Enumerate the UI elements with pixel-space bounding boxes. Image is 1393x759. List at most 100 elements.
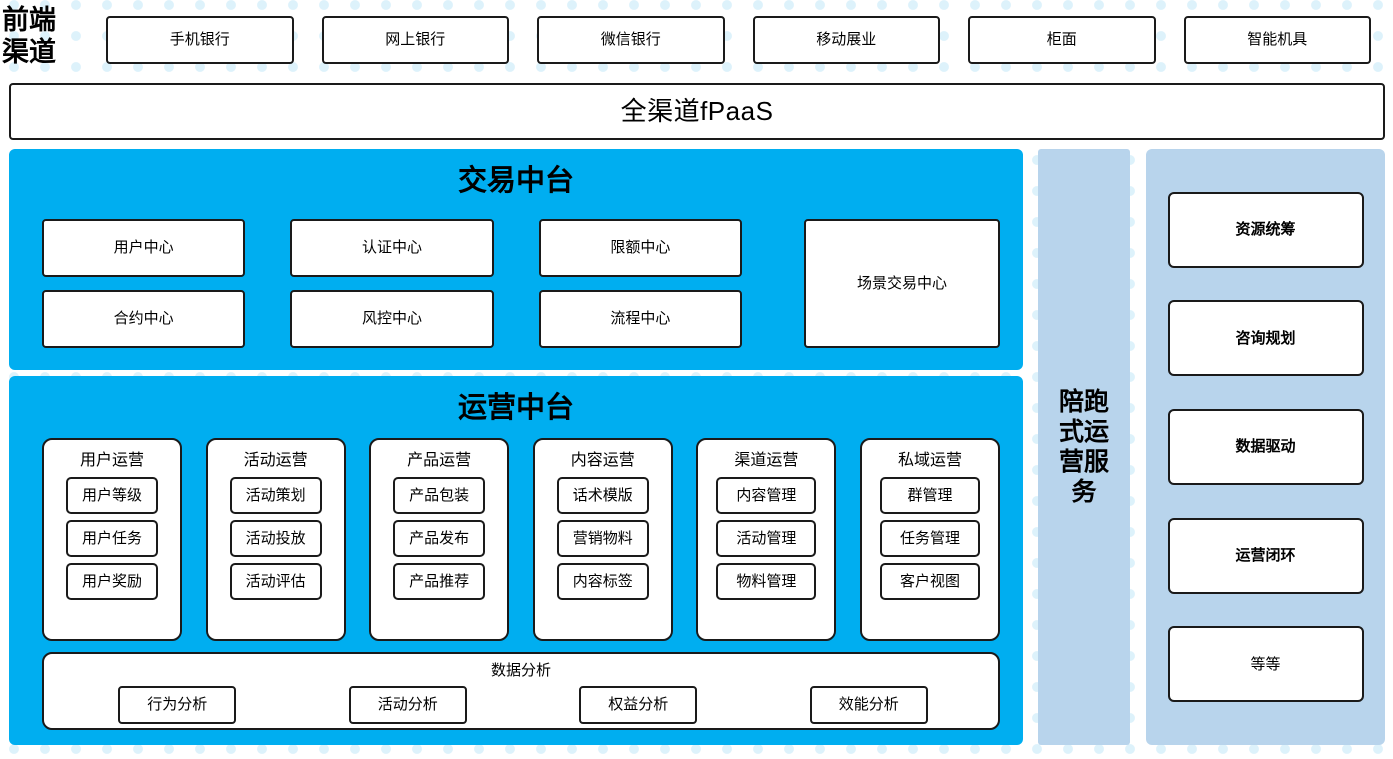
data-analysis-item-label: 效能分析 [838,696,899,714]
channel-box-mobile-business[interactable]: 移动展业 [752,16,940,64]
channel-box-mobile-bank[interactable]: 手机银行 [106,16,294,64]
ops-item-label: 内容管理 [736,486,797,504]
ops-item-label: 活动管理 [736,529,797,547]
ops-item-activity-evaluation[interactable]: 活动评估 [229,563,322,600]
channel-slot: 柜面 [954,16,1170,64]
accompany-ops-service-column: 陪跑式运营服务 [1038,149,1130,745]
ops-item-label: 话术模版 [572,486,633,504]
service-label-ops-closed-loop: 运营闭环 [1235,547,1296,564]
front-end-channel-label: 前端 渠道 [2,4,80,70]
channel-slot: 智能机具 [1170,16,1386,64]
ops-item-label: 活动策划 [245,486,306,504]
channel-slot: 手机银行 [92,16,308,64]
ops-group-title-private-domain-ops: 私域运营 [897,452,962,469]
data-analysis-item-efficiency[interactable]: 效能分析 [809,686,928,724]
data-analysis-item-label: 活动分析 [377,696,438,714]
ops-item-product-recommend[interactable]: 产品推荐 [393,563,486,600]
channel-box-wechat-bank[interactable]: 微信银行 [537,16,725,64]
channel-label-online-bank: 网上银行 [385,31,446,49]
ops-item-user-level[interactable]: 用户等级 [66,477,158,514]
trade-box-risk-center[interactable]: 风控中心 [290,290,494,348]
ops-items-private-domain-ops: 群管理 任务管理 客户视图 [879,477,980,600]
service-box-ops-closed-loop[interactable]: 运营闭环 [1167,517,1364,594]
channel-slot: 网上银行 [308,16,524,64]
ops-item-user-reward[interactable]: 用户奖励 [66,563,158,600]
ops-item-user-task[interactable]: 用户任务 [66,520,158,557]
trade-box-auth-center[interactable]: 认证中心 [290,219,494,277]
service-box-consulting-planning[interactable]: 咨询规划 [1167,300,1364,377]
ops-item-group-management[interactable]: 群管理 [879,477,980,514]
ops-item-label: 用户等级 [81,486,142,504]
ops-item-label: 产品推荐 [409,572,470,590]
trade-label-contract-center: 合约中心 [113,310,174,328]
data-analysis-item-activity[interactable]: 活动分析 [348,686,467,724]
ops-group-activity-ops: 活动运营 活动策划 活动投放 活动评估 [205,438,346,641]
channel-label-mobile-business: 移动展业 [816,31,877,49]
omnichannel-fpaas-label: 全渠道fPaaS [620,95,774,126]
ops-item-activity-management[interactable]: 活动管理 [716,520,817,557]
trade-label-auth-center: 认证中心 [361,239,422,257]
ops-item-label: 产品发布 [409,529,470,547]
ops-items-user-ops: 用户等级 用户任务 用户奖励 [66,477,158,600]
trade-label-scene-trade-center: 场景交易中心 [856,274,947,292]
service-label-data-driven: 数据驱动 [1235,438,1296,456]
ops-group-title-activity-ops: 活动运营 [243,452,308,469]
service-label-consulting-planning: 咨询规划 [1235,329,1296,347]
data-analysis-items: 行为分析 活动分析 权益分析 效能分析 [62,686,984,724]
data-analysis-title: 数据分析 [490,662,551,679]
ops-items-product-ops: 产品包装 产品发布 产品推荐 [393,477,486,600]
data-analysis-item-label: 权益分析 [608,696,669,714]
ops-item-label: 内容标签 [572,572,633,590]
trade-box-contract-center[interactable]: 合约中心 [42,290,246,348]
data-analysis-item-label: 行为分析 [147,696,208,714]
channel-slot: 移动展业 [739,16,955,64]
ops-group-user-ops: 用户运营 用户等级 用户任务 用户奖励 [42,438,182,641]
ops-item-task-management[interactable]: 任务管理 [879,520,980,557]
front-end-channel-label-line2: 渠道 [2,37,56,67]
trade-box-user-center[interactable]: 用户中心 [42,219,246,277]
data-analysis-panel: 数据分析 行为分析 活动分析 权益分析 效能分析 [42,652,1000,730]
ops-group-content-ops: 内容运营 话术模版 营销物料 内容标签 [532,438,673,641]
trade-label-limit-center: 限额中心 [610,239,671,257]
ops-group-title-product-ops: 产品运营 [407,452,472,469]
data-analysis-item-rights[interactable]: 权益分析 [579,686,698,724]
channel-box-online-bank[interactable]: 网上银行 [321,16,509,64]
service-box-resource-coordination[interactable]: 资源统筹 [1167,191,1364,268]
ops-item-label: 产品包装 [409,486,470,504]
ops-item-product-release[interactable]: 产品发布 [393,520,486,557]
front-end-channel-label-line1: 前端 [2,5,56,35]
ops-item-material-management[interactable]: 物料管理 [716,563,817,600]
ops-item-script-template[interactable]: 话术模版 [556,477,649,514]
service-label-etc: 等等 [1250,655,1281,673]
ops-center-panel: 运营中台 用户运营 用户等级 用户任务 用户奖励 活动运营 活动策划 活动投放 … [9,376,1023,745]
services-panel: 资源统筹 咨询规划 数据驱动 运营闭环 等等 [1146,149,1385,745]
trade-box-process-center[interactable]: 流程中心 [538,290,742,348]
service-box-data-driven[interactable]: 数据驱动 [1167,408,1364,485]
ops-item-marketing-material[interactable]: 营销物料 [556,520,649,557]
ops-item-product-packaging[interactable]: 产品包装 [393,477,486,514]
channel-box-counter[interactable]: 柜面 [968,16,1156,64]
trade-center-title: 交易中台 [457,165,574,197]
front-end-channel-row: 手机银行 网上银行 微信银行 移动展业 柜面 智能机具 [92,16,1385,64]
ops-center-groups: 用户运营 用户等级 用户任务 用户奖励 活动运营 活动策划 活动投放 活动评估 … [42,438,1000,641]
trade-label-process-center: 流程中心 [610,310,671,328]
ops-group-title-user-ops: 用户运营 [79,452,144,469]
trade-center-grid: 用户中心 认证中心 限额中心 合约中心 风控中心 流程中心 [42,219,742,348]
data-analysis-item-behavior[interactable]: 行为分析 [118,686,237,724]
ops-item-content-tag[interactable]: 内容标签 [556,563,649,600]
ops-group-title-content-ops: 内容运营 [570,452,635,469]
ops-item-label: 物料管理 [736,572,797,590]
channel-box-smart-machine[interactable]: 智能机具 [1183,16,1371,64]
service-box-etc[interactable]: 等等 [1167,626,1364,703]
omnichannel-fpaas-bar[interactable]: 全渠道fPaaS [9,83,1385,140]
ops-item-customer-view[interactable]: 客户视图 [879,563,980,600]
channel-slot: 微信银行 [523,16,739,64]
ops-item-activity-planning[interactable]: 活动策划 [229,477,322,514]
trade-box-scene-trade-center[interactable]: 场景交易中心 [804,219,1000,348]
ops-item-activity-delivery[interactable]: 活动投放 [229,520,322,557]
trade-box-limit-center[interactable]: 限额中心 [538,219,742,277]
ops-item-content-management[interactable]: 内容管理 [716,477,817,514]
channel-label-counter: 柜面 [1046,31,1077,49]
accompany-ops-service-label: 陪跑式运营服务 [1058,388,1109,506]
